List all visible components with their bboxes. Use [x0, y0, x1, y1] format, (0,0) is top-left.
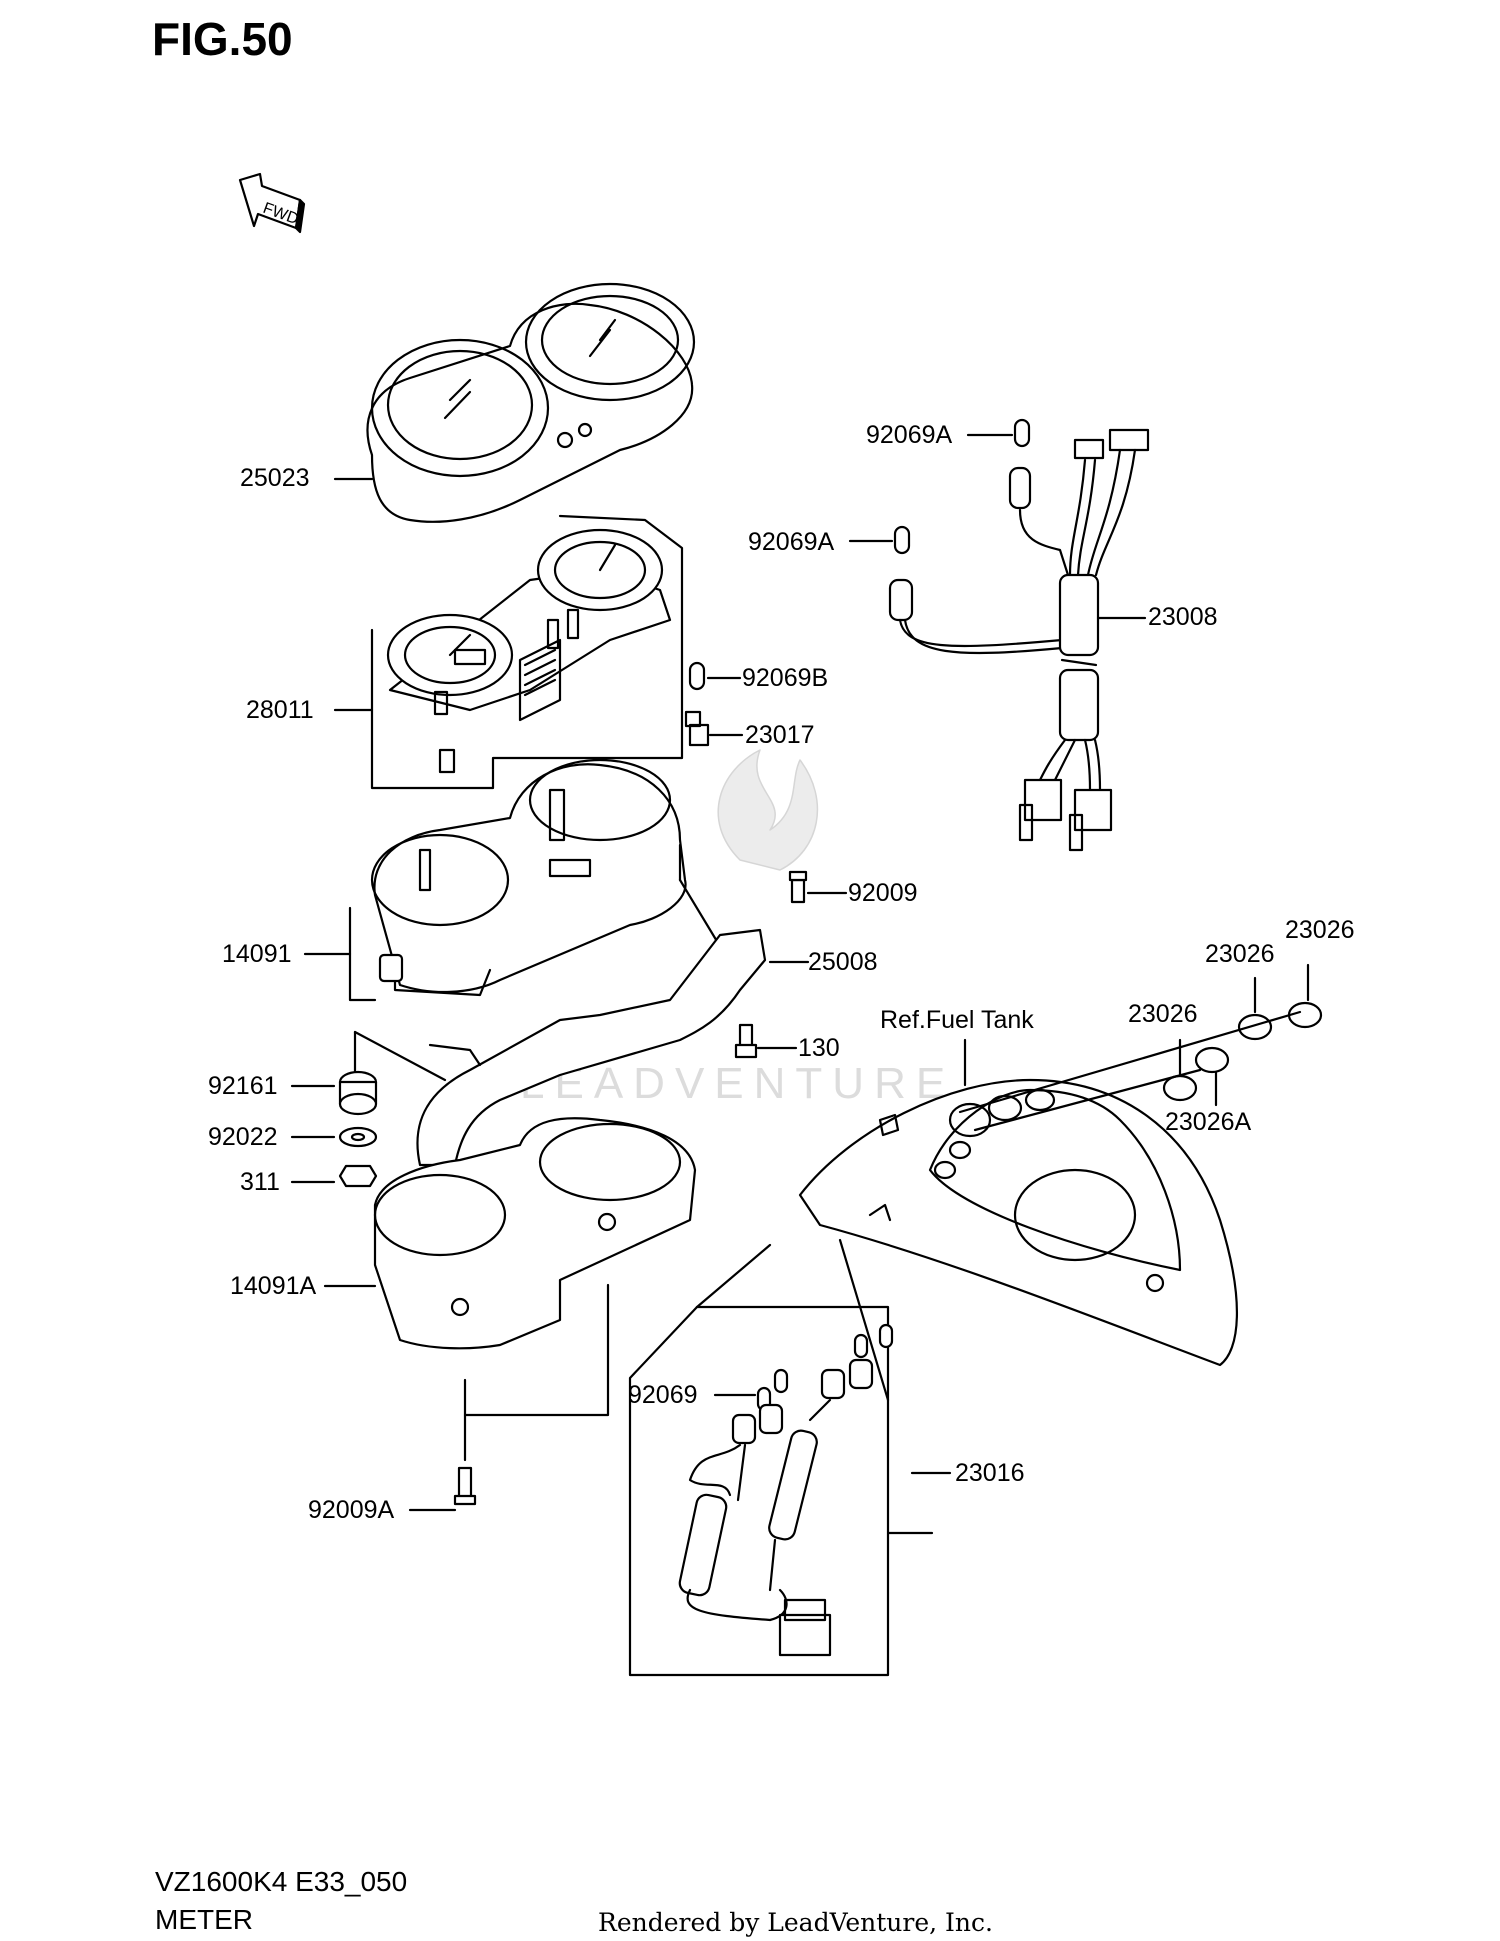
bulb-92069B: [688, 661, 706, 691]
cap-23026A: [1194, 1046, 1230, 1074]
meter-cover-25023: [366, 282, 696, 523]
bulb-92069A-lower: [893, 525, 911, 555]
grommet-92161: [338, 1070, 378, 1116]
nut-311: [338, 1164, 378, 1188]
meter-case-14091: [370, 758, 687, 997]
label-23017: 23017: [745, 721, 815, 749]
label-25023: 25023: [240, 464, 310, 492]
label-92009A: 92009A: [308, 1496, 395, 1524]
cap-23026-right: [1287, 1001, 1323, 1029]
label-92069A-lower: 92069A: [748, 528, 835, 556]
label-311: 311: [240, 1168, 280, 1196]
svg-text:LEADVENTURE: LEADVENTURE: [520, 1059, 955, 1108]
label-ref-fuel-tank: Ref.Fuel Tank: [880, 1006, 1034, 1034]
screw-92009: [788, 870, 808, 904]
label-14091: 14091: [222, 940, 292, 968]
cap-23026-mid: [1237, 1013, 1273, 1041]
model-code: VZ1600K4 E33_050: [155, 1866, 408, 1897]
bolt-130: [734, 1023, 758, 1059]
label-92069A-upper: 92069A: [866, 421, 953, 449]
wiring-harness-23016: [678, 1358, 874, 1657]
label-23026-left: 23026: [1128, 1000, 1198, 1028]
label-14091A: 14091A: [230, 1272, 317, 1300]
socket-23017: [684, 710, 710, 747]
label-25008: 25008: [808, 948, 878, 976]
label-92161: 92161: [208, 1072, 278, 1100]
label-23026A: 23026A: [1165, 1108, 1252, 1136]
washer-92022: [338, 1126, 378, 1148]
figure-title: FIG.50: [152, 13, 293, 65]
section-name: METER: [155, 1904, 253, 1935]
label-23026-right: 23026: [1285, 916, 1355, 944]
bulb-92069-left: [756, 1323, 894, 1412]
leadventure-watermark: LEADVENTURE: [520, 749, 955, 1108]
label-23008: 23008: [1148, 603, 1218, 631]
meter-board-28011: [386, 528, 672, 774]
label-92009: 92009: [848, 879, 918, 907]
label-23016: 23016: [955, 1459, 1025, 1487]
bulb-92069A-upper: [1013, 418, 1031, 448]
cap-23026-left: [1162, 1074, 1198, 1102]
label-23026-mid: 23026: [1205, 940, 1275, 968]
render-credit: Rendered by LeadVenture, Inc.: [598, 1908, 993, 1937]
bracket-25008: [416, 928, 767, 1167]
fuel-tank-reference: [798, 1078, 1239, 1367]
label-92069B: 92069B: [742, 664, 829, 692]
lower-case-14091A: [373, 1117, 697, 1350]
wiring-harness-23008: [888, 428, 1150, 852]
label-130: 130: [798, 1034, 840, 1062]
screw-92009A: [453, 1466, 477, 1506]
label-92022: 92022: [208, 1123, 278, 1151]
label-92069: 92069: [628, 1381, 698, 1409]
fwd-arrow-icon: FWD: [238, 172, 306, 234]
label-28011: 28011: [246, 696, 314, 724]
